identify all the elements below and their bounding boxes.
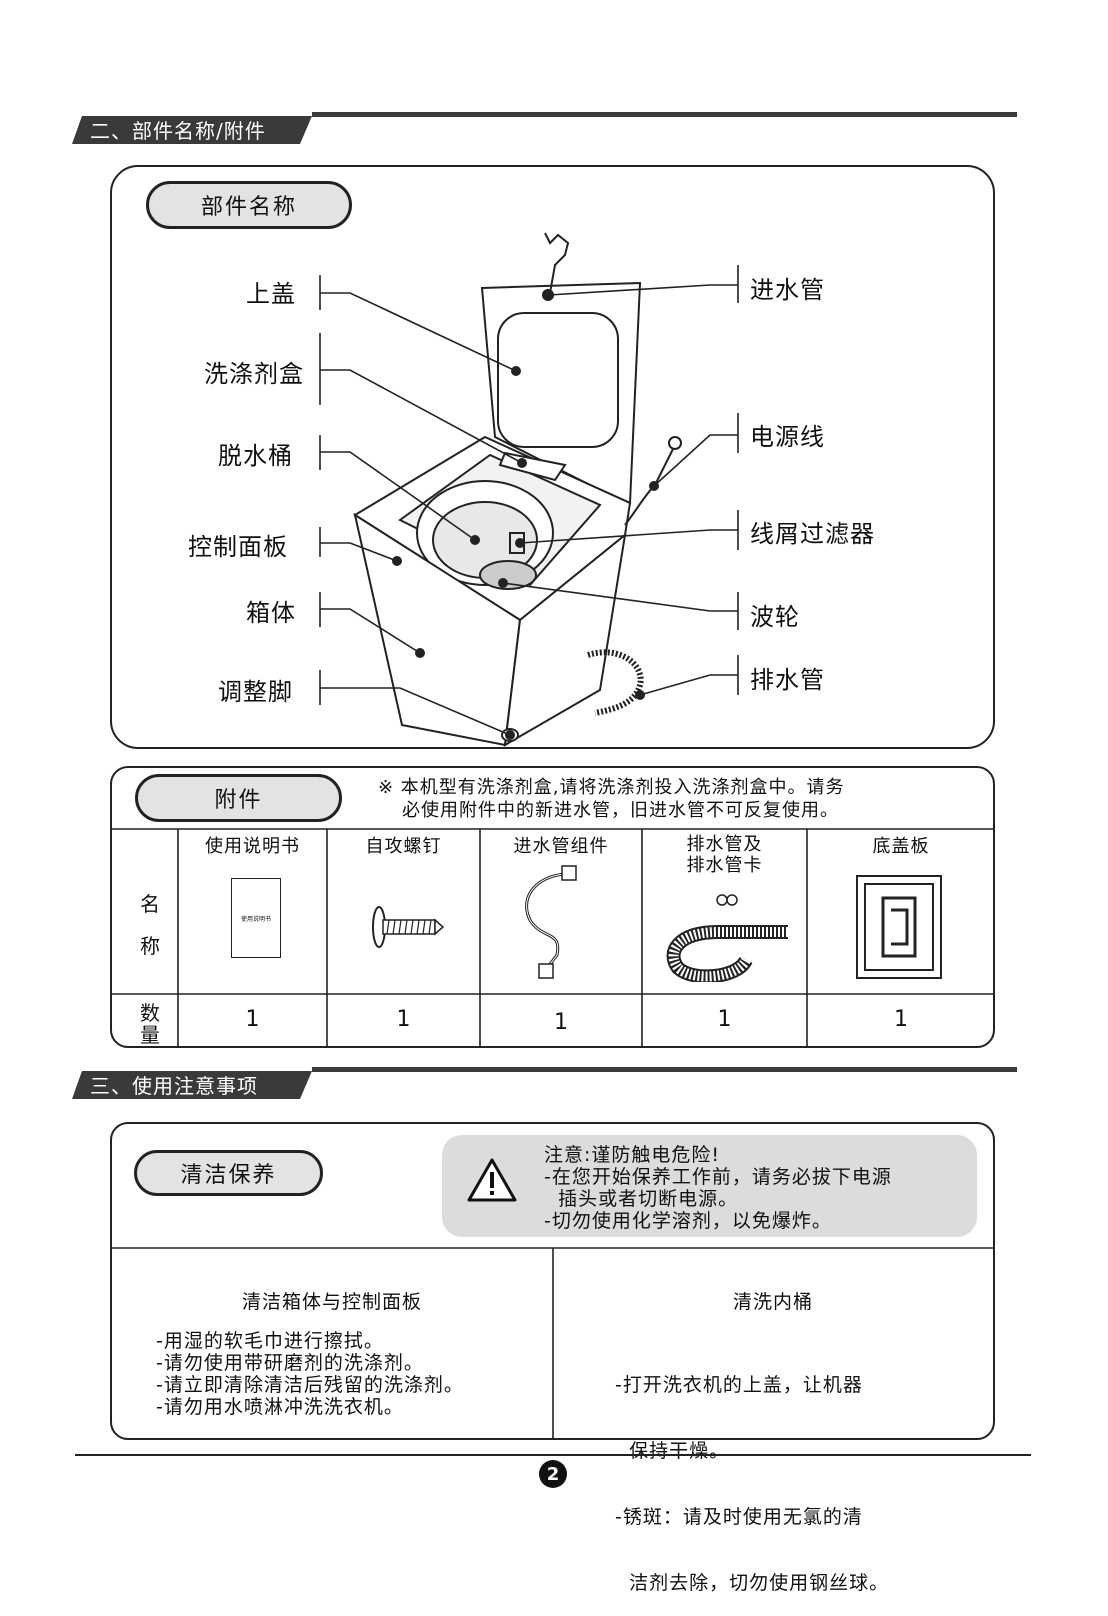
clean-cabinet-item: -请勿用水喷淋冲洗洗衣机。 xyxy=(156,1396,404,1418)
warning-line-3: 插头或者切断电源。 xyxy=(544,1188,739,1210)
label-control-panel: 控制面板 xyxy=(188,533,288,561)
label-pulsator: 波轮 xyxy=(750,603,800,631)
clean-tub-item: -锈斑：请及时使用无氯的清 xyxy=(615,1506,863,1528)
clean-tub-list: -打开洗衣机的上盖，让机器 保持干燥。 -锈斑：请及时使用无氯的清 洁剂去除，切… xyxy=(615,1330,889,1616)
col-header-screw: 自攻螺钉 xyxy=(365,836,442,857)
clean-cabinet-item: -请立即清除清洁后残留的洗涤剂。 xyxy=(156,1374,464,1396)
clean-tub-item: 洁剂去除，切勿使用钢丝球。 xyxy=(615,1572,890,1594)
label-spin-tub: 脱水桶 xyxy=(218,442,293,470)
warning-line-1: 注意:谨防触电危险! xyxy=(544,1144,721,1166)
label-detergent-box: 洗涤剂盒 xyxy=(204,360,304,388)
base-cover-icon xyxy=(856,875,942,979)
manual-icon: 使用说明书 xyxy=(231,878,281,958)
label-drain-hose: 排水管 xyxy=(750,666,825,694)
qty-base-cover: 1 xyxy=(894,1007,908,1032)
qty-inlet-hose: 1 xyxy=(554,1010,568,1035)
cleaning-grid xyxy=(110,1247,995,1440)
qty-drain-hose: 1 xyxy=(717,1007,732,1032)
clean-cabinet-item: -用湿的软毛巾进行擦拭。 xyxy=(156,1330,384,1352)
clean-tub-title: 清洗内桶 xyxy=(732,1291,813,1313)
label-lint-filter: 线屑过滤器 xyxy=(750,520,875,548)
row-label-name-1: 名 xyxy=(140,892,160,916)
drain-hose-icon xyxy=(666,894,788,982)
qty-manual: 1 xyxy=(245,1007,260,1032)
washing-machine-diagram xyxy=(319,232,739,747)
clean-cabinet-list: -用湿的软毛巾进行擦拭。 -请勿使用带研磨剂的洗涤剂。 -请立即清除清洁后残留的… xyxy=(156,1330,464,1418)
clean-cabinet-item: -请勿使用带研磨剂的洗涤剂。 xyxy=(156,1352,424,1374)
qty-screw: 1 xyxy=(396,1007,411,1032)
row-label-name-2: 称 xyxy=(140,934,160,958)
warning-line-4: -切勿使用化学溶剂，以免爆炸。 xyxy=(544,1210,832,1232)
label-inlet-hose: 进水管 xyxy=(750,276,825,304)
label-power-cord: 电源线 xyxy=(750,423,825,451)
col-header-base-cover: 底盖板 xyxy=(872,836,930,857)
section-title: 二、部件名称/附件 xyxy=(90,119,266,143)
row-label-qty-2: 量 xyxy=(140,1023,160,1047)
cleaning-header-pill: 清洁保养 xyxy=(134,1150,323,1196)
screw-icon xyxy=(372,906,445,948)
accessories-note-line2: 必使用附件中的新进水管，旧进水管不可反复使用。 xyxy=(402,800,839,821)
label-lid: 上盖 xyxy=(246,280,296,308)
section-header-usage: 三、使用注意事项 xyxy=(72,1067,1017,1099)
parts-header-pill: 部件名称 xyxy=(146,181,352,229)
accessories-header-pill: 附件 xyxy=(135,774,342,822)
clean-tub-item: -打开洗衣机的上盖，让机器 xyxy=(615,1374,863,1396)
clean-tub-item: 保持干燥。 xyxy=(615,1440,730,1462)
page-number: 2 xyxy=(539,1460,567,1488)
manual-cover-text: 使用说明书 xyxy=(240,915,271,923)
accessories-table-grid xyxy=(110,828,995,1048)
clean-cabinet-title: 清洁箱体与控制面板 xyxy=(241,1291,422,1313)
section-title: 三、使用注意事项 xyxy=(90,1074,258,1098)
accessories-note-line1: ※ 本机型有洗涤剂盒,请将洗涤剂投入洗涤剂盒中。请务 xyxy=(378,777,845,798)
warning-line-2: -在您开始保养工作前，请务必拔下电源 xyxy=(544,1166,892,1188)
section-bar-shape xyxy=(72,112,1017,144)
label-cabinet: 箱体 xyxy=(246,599,296,627)
warning-triangle-icon xyxy=(467,1158,517,1202)
col-header-manual: 使用说明书 xyxy=(205,836,300,857)
label-leveling-foot: 调整脚 xyxy=(218,678,293,706)
inlet-hose-icon xyxy=(525,865,577,979)
col-header-drain-hose: 排水管及 排水管卡 xyxy=(686,834,763,876)
footer-rule xyxy=(75,1454,1031,1456)
row-label-qty-1: 数 xyxy=(140,1001,160,1025)
warning-panel xyxy=(442,1135,977,1237)
col-header-inlet-hose: 进水管组件 xyxy=(513,836,609,857)
section-bar-shape xyxy=(72,1067,1017,1099)
section-header-parts: 二、部件名称/附件 xyxy=(72,112,1017,144)
